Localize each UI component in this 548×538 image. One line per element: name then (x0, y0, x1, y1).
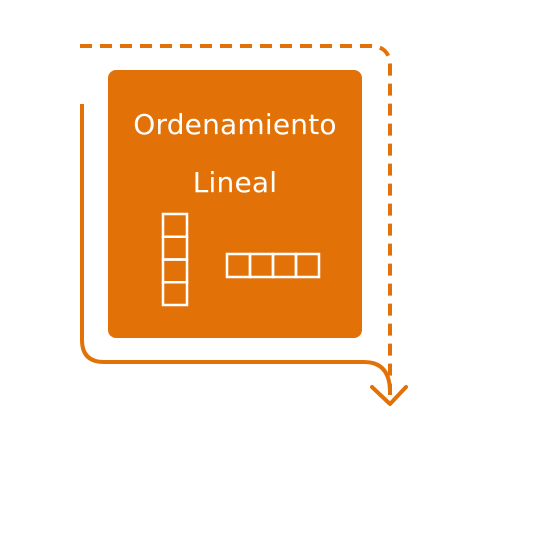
card-title-line-2: Lineal (192, 166, 278, 199)
solid-flow-line (80, 104, 392, 393)
dashed-flow-line (80, 44, 392, 395)
vertical-stack-icon (161, 212, 189, 307)
linear-structure-icons (161, 212, 321, 307)
card-title: Ordenamiento Lineal (108, 96, 362, 212)
ordenamiento-lineal-card: Ordenamiento Lineal (108, 70, 362, 338)
horizontal-row-icon (225, 252, 321, 279)
card-title-line-1: Ordenamiento (133, 108, 337, 141)
arrowhead-icon (370, 385, 408, 406)
